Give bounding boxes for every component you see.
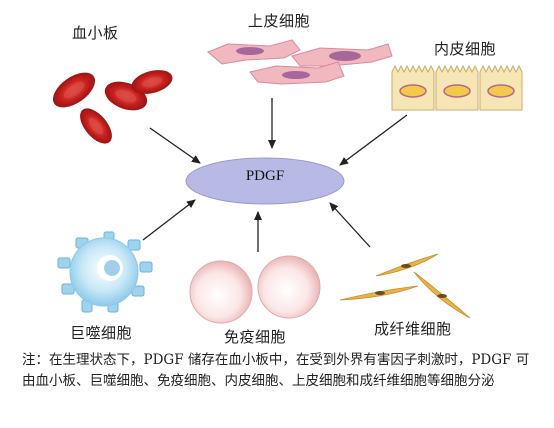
arrow-macrophage [142,199,196,241]
platelet-image [52,70,173,144]
figure-note: 注：在生理状态下，PDGF 储存在血小板中，在受到外界有害因子刺激时，PDGF … [22,352,530,389]
fibroblast-image [339,253,471,319]
label-macrophage: 巨噬细胞 [70,324,133,342]
arrow-fibroblast [329,202,371,248]
immune-image [189,255,321,324]
endothelial-image [391,64,523,111]
macrophage-image [57,231,153,313]
pdgf-label: PDGF [245,168,285,184]
pdgf-ellipse [185,157,345,205]
arrow-platelet [149,127,201,164]
arrow-endothelial [339,114,408,166]
label-platelet: 血小板 [72,24,119,42]
arrows [142,98,408,252]
label-immune: 免疫细胞 [224,328,287,346]
label-endothelial: 内皮细胞 [434,40,497,58]
label-fibroblast: 成纤维细胞 [374,320,452,338]
label-epithelial: 上皮细胞 [248,12,311,30]
epithelial-image [207,39,393,85]
